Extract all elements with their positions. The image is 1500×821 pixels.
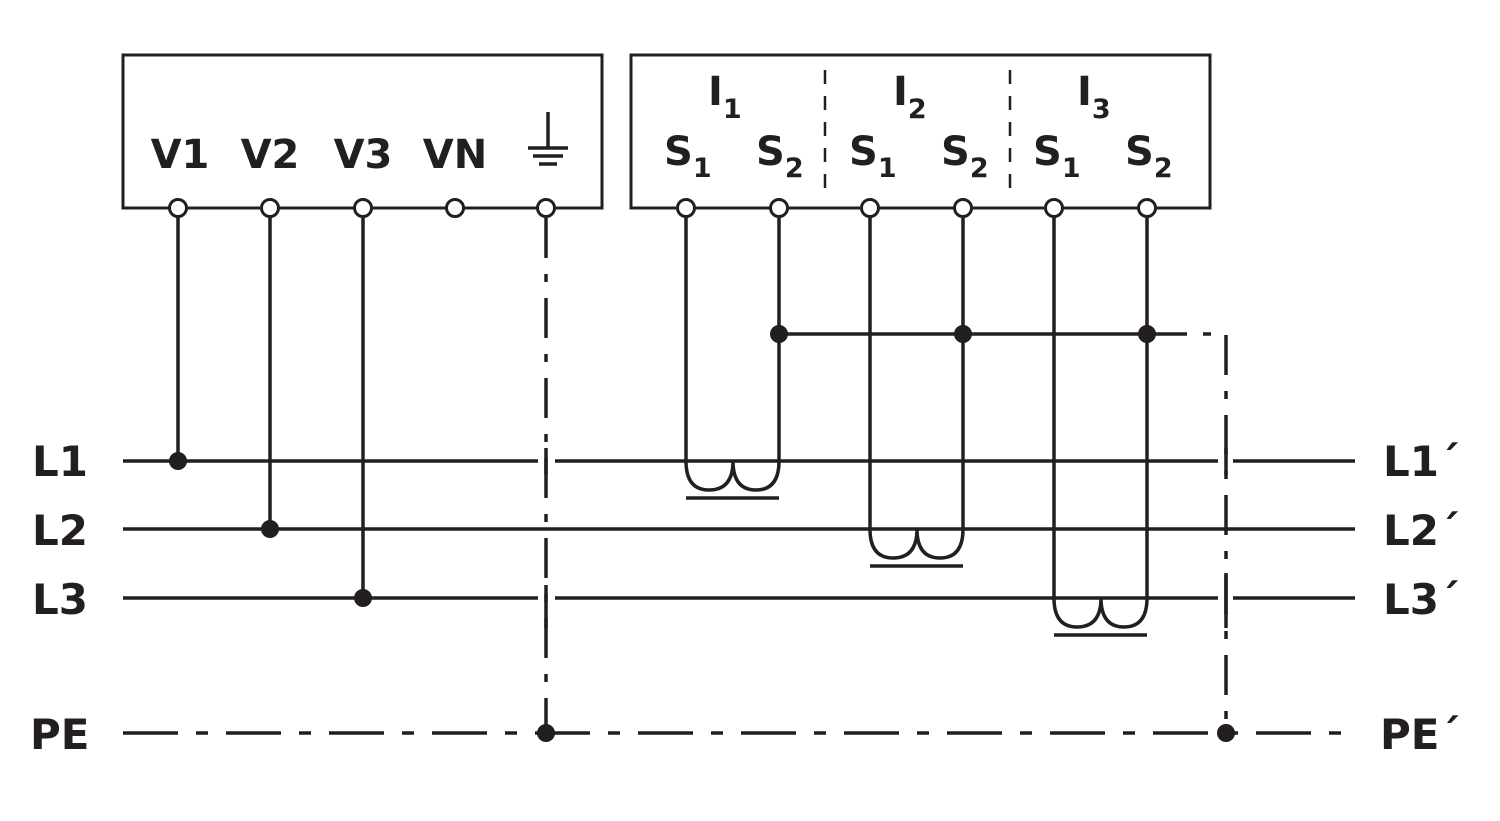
line-label-l1-out: L1´ <box>1383 437 1460 486</box>
line-label-l3: L3 <box>32 575 88 624</box>
terminal-label-v3: V3 <box>334 132 393 178</box>
line-label-l2: L2 <box>32 506 88 555</box>
voltage-terminal-block <box>121 53 604 210</box>
junction-nodes <box>169 325 1235 742</box>
terminal-label-i3-s2: S2 <box>1125 129 1173 184</box>
terminal-label-v2: V2 <box>241 132 300 178</box>
earth-ground-icon <box>528 112 568 166</box>
current-terminal-block <box>629 53 1212 210</box>
s2-ground-link <box>1147 332 1228 733</box>
terminal-label-i1-s2: S2 <box>756 129 804 184</box>
terminal-label-i2-s1: S1 <box>849 129 897 184</box>
ct-loop-l3 <box>1052 215 1149 629</box>
line-label-l1: L1 <box>32 437 88 486</box>
current-group-label-1: I1 <box>708 69 742 125</box>
current-group-label-3: I3 <box>1077 69 1111 125</box>
terminal-label-i1-s1: S1 <box>664 129 712 184</box>
line-label-l3-out: L3´ <box>1383 575 1460 624</box>
terminal-circles <box>168 198 1157 218</box>
terminal-label-v1: V1 <box>151 132 210 178</box>
ct-loop-l1 <box>684 215 781 492</box>
terminal-label-i2-s2: S2 <box>941 129 989 184</box>
line-label-pe-out: PE´ <box>1380 710 1460 759</box>
terminal-label-i3-s1: S1 <box>1033 129 1081 184</box>
line-break-marks <box>544 448 1228 628</box>
ct-loop-l2 <box>868 215 965 560</box>
terminal-label-vn: VN <box>423 132 487 178</box>
line-label-l2-out: L2´ <box>1383 506 1460 555</box>
current-group-label-2: I2 <box>893 69 927 125</box>
line-label-pe: PE <box>30 710 89 759</box>
